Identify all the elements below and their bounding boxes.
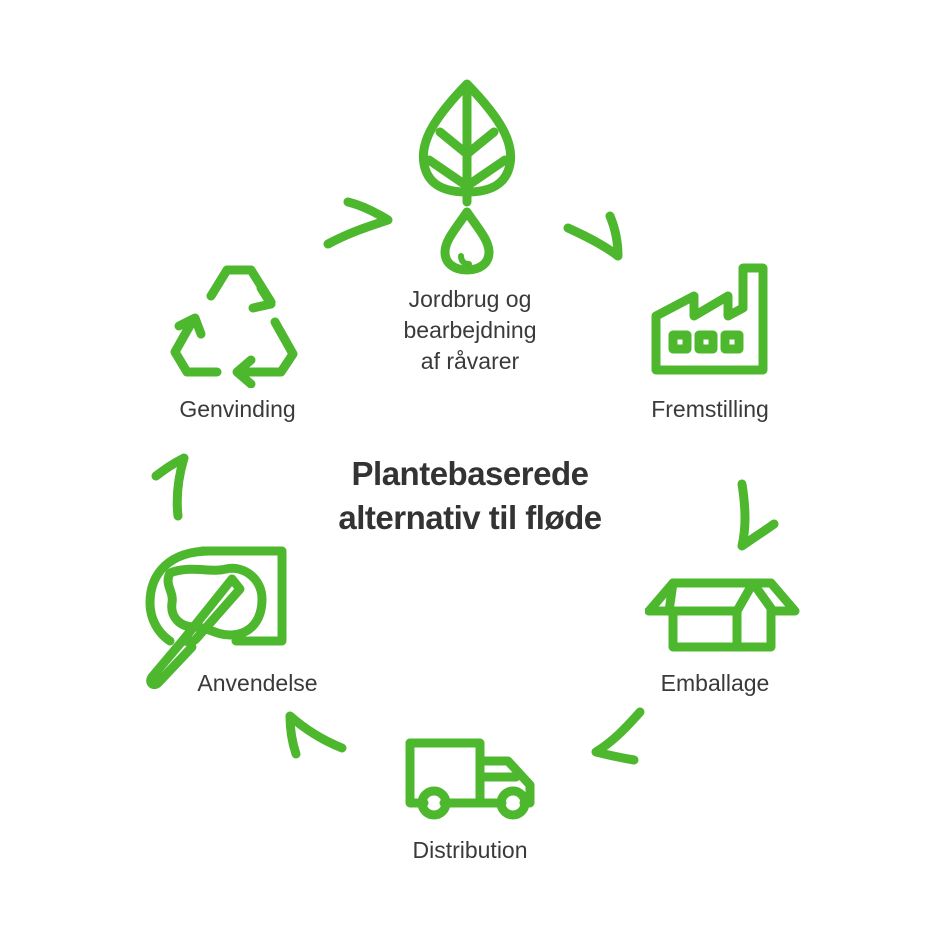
arrow-raw-to-factory	[563, 211, 623, 261]
spread-knife-icon	[145, 546, 287, 690]
factory-icon	[651, 263, 768, 375]
stage-label-raw-materials: Jordbrug og bearbejdning af råvarer	[360, 284, 580, 377]
stage-label-line: Anvendelse	[197, 670, 318, 696]
diagram-title: Plantebaserede alternativ til fløde	[270, 452, 670, 540]
arrow-truck-to-usage	[285, 711, 347, 759]
stage-label-packaging: Emballage	[640, 668, 790, 699]
stage-label-production: Fremstilling	[620, 394, 800, 425]
truck-icon	[405, 738, 535, 820]
stage-label-usage: Anvendelse	[180, 668, 335, 699]
recycle-icon	[170, 265, 298, 388]
arrow-recycle-to-raw	[323, 197, 393, 249]
stage-label-line: Fremstilling	[651, 396, 769, 422]
stage-label-line: Genvinding	[179, 396, 296, 422]
stage-label-line: af råvarer	[420, 348, 520, 374]
stage-label-recycling: Genvinding	[160, 394, 315, 425]
stage-label-line: bearbejdning	[403, 317, 537, 343]
stage-label-line: Distribution	[412, 837, 528, 863]
leaf-drop-icon	[418, 79, 516, 275]
arrow-box-to-truck	[591, 707, 645, 765]
stage-label-line: Jordbrug og	[408, 286, 532, 312]
arrow-usage-to-recycle	[151, 453, 189, 521]
title-line-1: Plantebaserede	[351, 455, 589, 492]
title-line-2: alternativ til fløde	[338, 499, 602, 536]
stage-label-distribution: Distribution	[385, 835, 555, 866]
arrow-factory-to-box	[737, 479, 779, 551]
stage-label-line: Emballage	[660, 670, 770, 696]
box-icon	[645, 578, 800, 652]
